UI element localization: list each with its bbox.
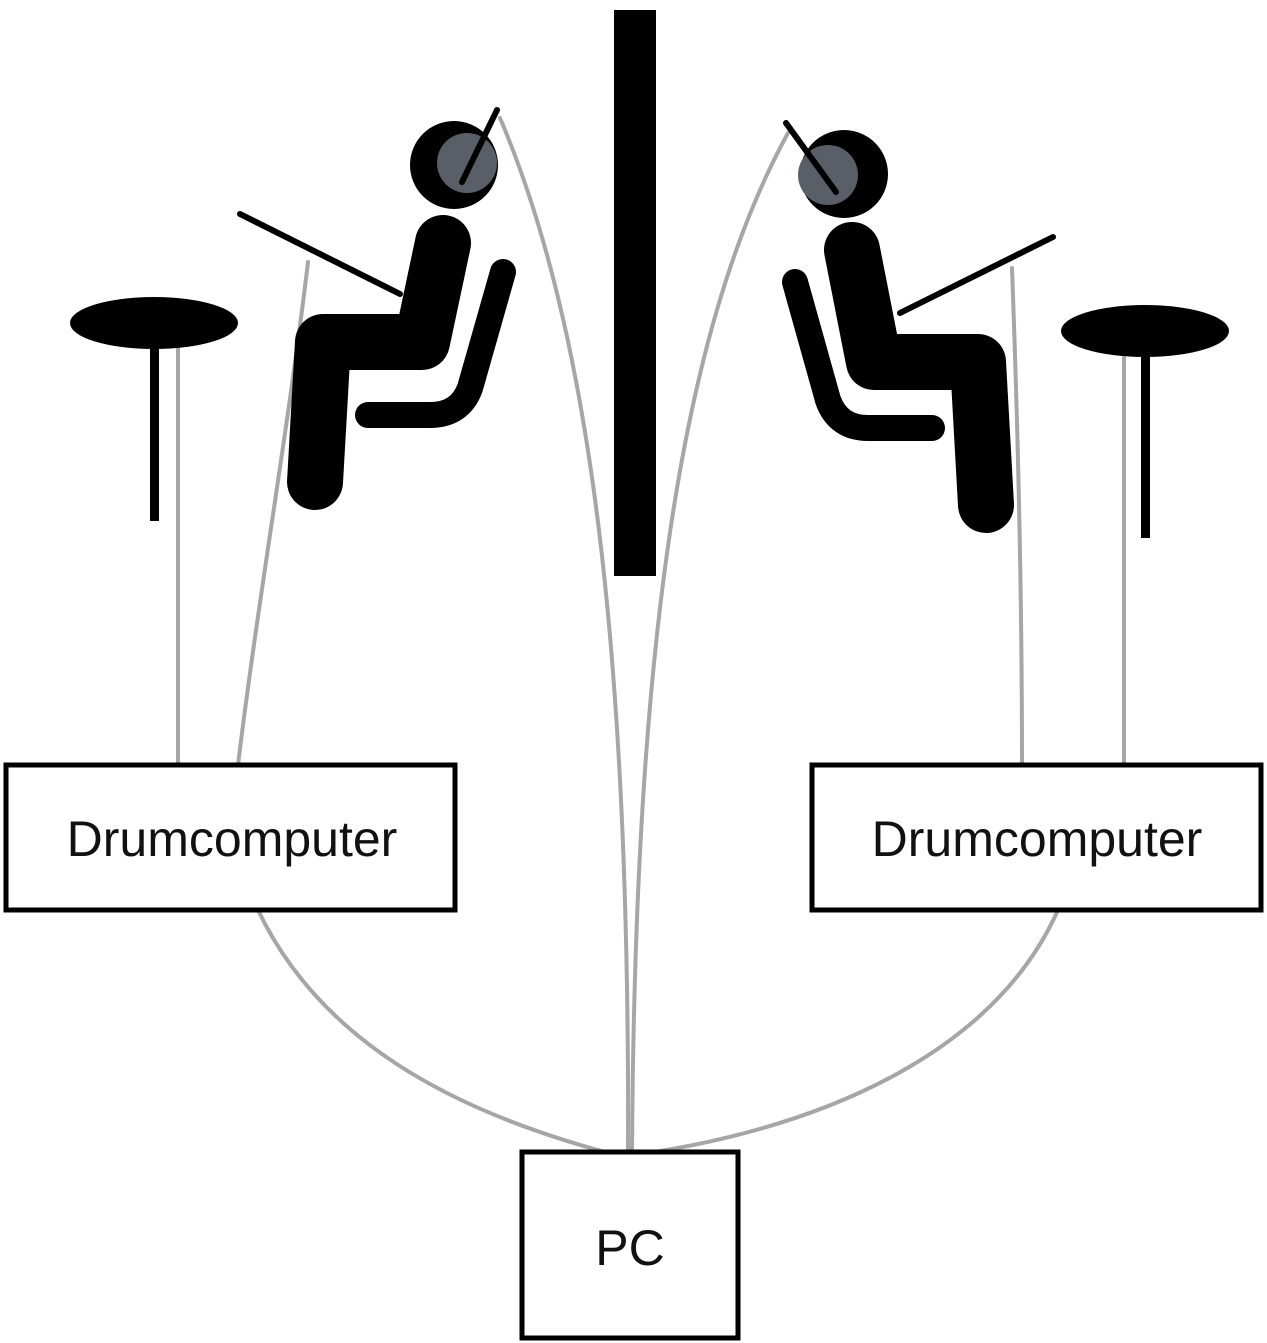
cable-right-headphone-to-pc [630,131,790,1154]
cable-right-stick-to-right-module [1010,266,1024,767]
cable-left-headphone-to-pc [498,116,631,1154]
right-drumcomputer-label: Drumcomputer [872,811,1203,867]
headphone-icon [437,133,497,193]
pc-label: PC [595,1220,664,1276]
divider-wall [614,10,656,576]
drum-pad-icon [70,297,238,521]
seated-drummer-icon [237,107,516,510]
drum-pad-icon [1061,305,1229,538]
drumstick-icon [897,234,1056,316]
left-drumcomputer-label: Drumcomputer [67,811,398,867]
drumstick-icon [783,120,839,195]
cable-left-module-to-pc [256,908,607,1154]
cable-right-module-to-pc [653,908,1060,1154]
seated-drummer-icon [782,120,1056,533]
right-drumcomputer-box: Drumcomputer [809,762,1264,913]
left-drumcomputer-box: Drumcomputer [3,762,458,913]
pc-box: PC [519,1149,741,1341]
drumstick-icon [237,211,403,297]
drumstick-icon [459,107,500,185]
